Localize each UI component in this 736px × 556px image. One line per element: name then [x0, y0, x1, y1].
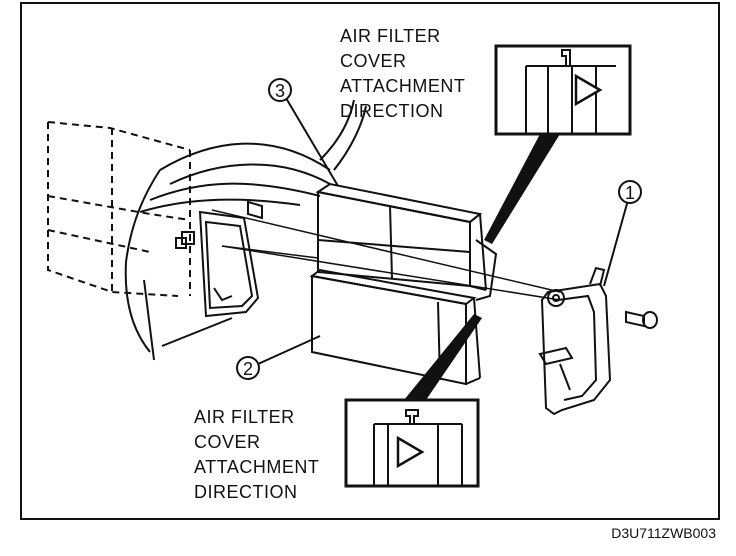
top-detail-inset [494, 44, 632, 136]
attachment-direction-arrow-icon [574, 73, 603, 107]
callout-1: 1 [618, 180, 642, 204]
label-bottom-line-4: DIRECTION [194, 482, 298, 502]
screw [625, 310, 658, 329]
label-top-line-1: AIR FILTER [340, 26, 441, 46]
diagram-frame [20, 2, 720, 520]
label-top-attachment-direction: AIR FILTER COVER ATTACHMENT DIRECTION [340, 24, 465, 124]
label-top-line-3: ATTACHMENT [340, 76, 466, 96]
callout-2-leader [257, 335, 321, 365]
top-inset-pointer [484, 134, 560, 244]
callout-3: 3 [268, 78, 292, 102]
label-top-line-2: COVER [340, 51, 407, 71]
label-bottom-line-3: ATTACHMENT [194, 457, 320, 477]
filter-opening-frame [175, 200, 263, 318]
upper-air-filter [315, 182, 498, 301]
drawing-code: D3U711ZWB003 [611, 525, 716, 541]
callout-3-leader [285, 97, 339, 187]
attachment-direction-arrow-icon [396, 435, 425, 469]
callout-1-leader [603, 199, 629, 287]
air-filter-cover [538, 266, 612, 416]
dashed-housing-outline [47, 121, 191, 297]
bottom-inset-pointer [404, 314, 482, 400]
label-top-line-4: DIRECTION [340, 101, 444, 121]
label-bottom-line-1: AIR FILTER [194, 407, 295, 427]
label-bottom-line-2: COVER [194, 432, 261, 452]
callout-2-number: 2 [243, 359, 253, 379]
alignment-lines [211, 209, 561, 301]
bottom-detail-inset [344, 398, 480, 488]
label-bottom-attachment-direction: AIR FILTER COVER ATTACHMENT DIRECTION [194, 405, 319, 505]
lower-air-filter [309, 268, 481, 386]
dashboard-contour-lines [124, 99, 367, 361]
callout-3-number: 3 [275, 81, 285, 101]
callout-1-number: 1 [625, 183, 635, 203]
callout-2: 2 [236, 356, 260, 380]
